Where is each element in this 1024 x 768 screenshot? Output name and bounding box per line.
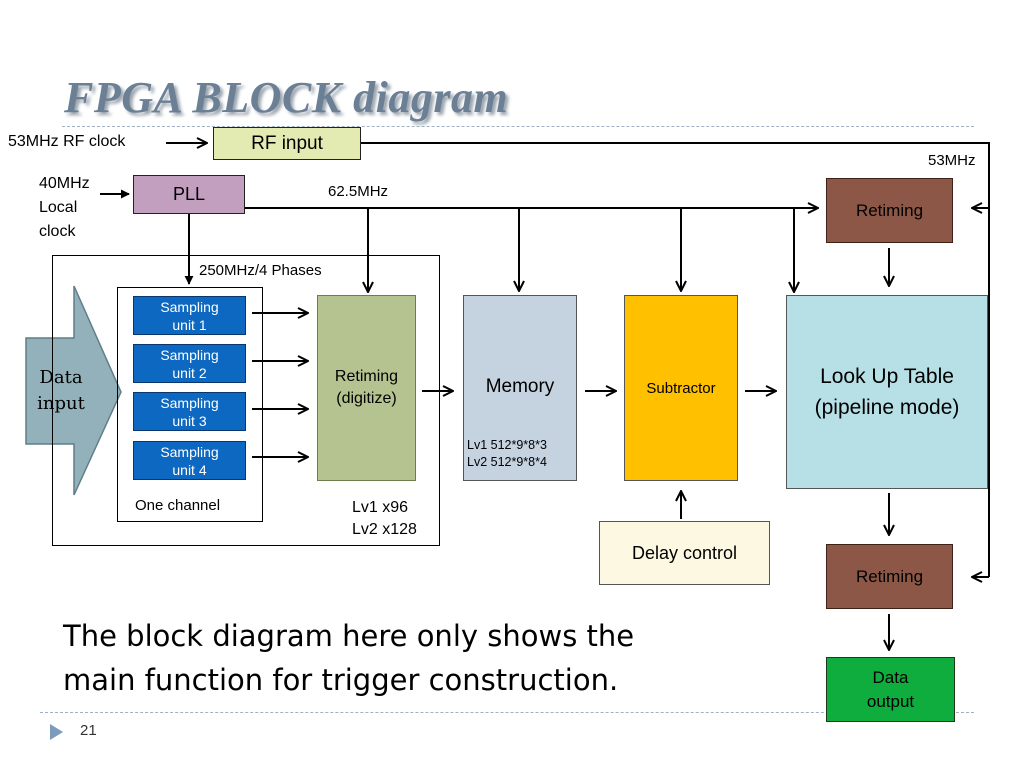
slide-caption: The block diagram here only shows the ma… <box>63 614 634 702</box>
sampling-unit-2-line-1: Sampling <box>160 346 219 363</box>
delay-control-block: Delay control <box>599 521 770 585</box>
rf-clock-label: 53MHz RF clock <box>8 133 126 150</box>
memory-lv2: Lv2 512*9*8*4 <box>467 455 547 469</box>
lut-line-2: (pipeline mode) <box>814 396 960 419</box>
retiming-digitize-line-1: Retiming <box>334 368 399 385</box>
sampling-unit-4-line-2: unit 4 <box>172 461 207 478</box>
page-marker-icon <box>50 724 63 740</box>
freq-53-label: 53MHz <box>928 152 976 169</box>
local-clock-line-3: clock <box>39 223 76 240</box>
title-divider <box>62 126 974 127</box>
rf-clock-bus <box>361 142 990 577</box>
local-clock-line-1: 40MHz <box>39 175 90 192</box>
rf-input-block: RF input <box>213 127 361 160</box>
retiming-top-block: Retiming <box>826 178 953 243</box>
memory-block: Memory Lv1 512*9*8*3 Lv2 512*9*8*4 <box>463 295 577 481</box>
caption-line-1: The block diagram here only shows the <box>63 619 635 653</box>
page-number: 21 <box>80 722 97 739</box>
sampling-unit-4-line-1: Sampling <box>160 443 219 460</box>
data-input-arrow <box>25 285 122 496</box>
freq-625-label: 62.5MHz <box>328 183 389 200</box>
one-channel-label: One channel <box>135 497 221 514</box>
memory-label: Memory <box>485 376 555 397</box>
retiming-bottom-block: Retiming <box>826 544 953 609</box>
footer-divider <box>40 712 974 713</box>
phases-label: 250MHz/4 Phases <box>199 262 322 279</box>
local-clock-label: 40MHz Local clock <box>39 172 90 244</box>
lut-line-1: Look Up Table <box>820 365 954 388</box>
channel-group-frame <box>52 255 440 546</box>
channel-count-label: Lv1 x96 Lv2 x128 <box>352 497 417 541</box>
slide-title: FPGA BLOCK diagram <box>64 73 509 122</box>
sampling-unit-3-line-1: Sampling <box>160 394 219 411</box>
lookup-table-block: Look Up Table (pipeline mode) <box>786 295 988 489</box>
lv2-count: Lv2 x128 <box>352 521 417 538</box>
lv1-count: Lv1 x96 <box>352 499 409 516</box>
data-input-line-2: input <box>37 393 85 414</box>
retiming-digitize-line-2: (digitize) <box>336 390 397 407</box>
sampling-unit-3-line-2: unit 3 <box>172 412 207 429</box>
data-output-block: Data output <box>826 657 955 722</box>
pll-block: PLL <box>133 175 245 214</box>
caption-line-2: main function for trigger construction. <box>63 663 619 697</box>
subtractor-block: Subtractor <box>624 295 738 481</box>
retiming-digitize-block: Retiming (digitize) <box>317 295 416 481</box>
data-output-line-2: output <box>866 691 915 711</box>
data-input-label: Data input <box>30 365 92 417</box>
local-clock-line-2: Local <box>39 199 78 216</box>
sampling-unit-1-line-1: Sampling <box>160 298 219 315</box>
sampling-unit-2-line-2: unit 2 <box>172 364 207 381</box>
sampling-unit-1-line-2: unit 1 <box>172 316 207 333</box>
memory-lv1: Lv1 512*9*8*3 <box>467 438 547 452</box>
data-input-line-1: Data <box>39 367 83 388</box>
one-channel-frame <box>117 287 263 522</box>
data-output-line-1: Data <box>872 667 909 687</box>
